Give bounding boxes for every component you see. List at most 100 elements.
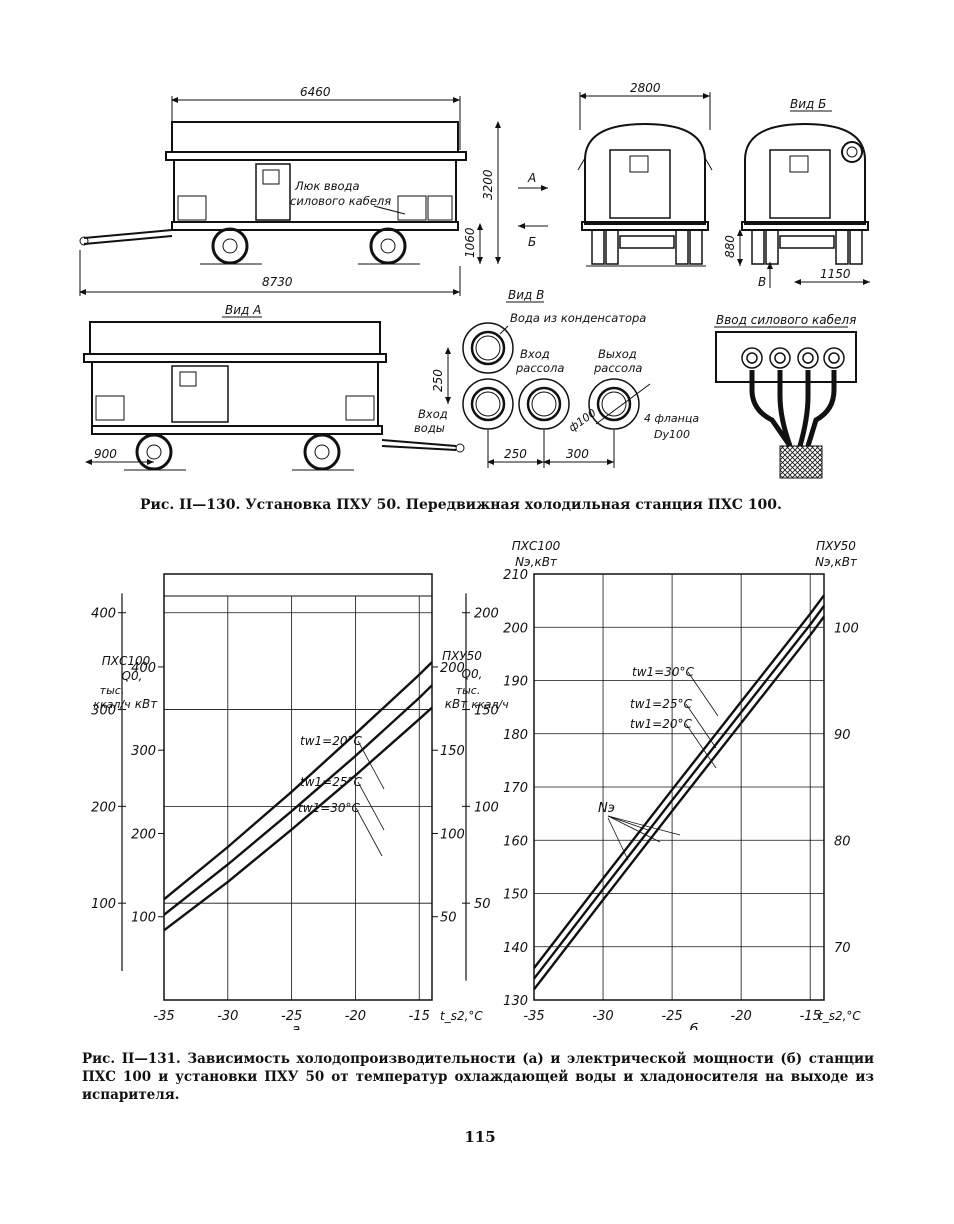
chart-a-label-leader [357,781,385,831]
chart-b-annotation: Nэ [598,801,615,816]
chart-a-x-tick: -20 [345,1009,366,1024]
dim-250-vert: 250 [431,369,445,392]
chart-b-panel-label: б [690,1022,699,1030]
chart-a-right-unit-1: тыс. [456,684,481,697]
label-brine-in-2: рассола [515,361,564,375]
view-b: Вид Б 880 В 1150 [723,97,870,289]
view-b-title: Вид Б [790,97,826,111]
arrow-b: Б [528,235,536,249]
label-flange-2: Dy100 [654,428,690,441]
chart-a-left-outer-tick-label: 300 [91,704,116,719]
dim-pipe: ф100 [566,406,598,434]
chart-a-left-outer-tick-label: 400 [91,607,116,622]
chart-a-left-unit-2: ккал/ч [93,698,131,711]
chart-b-label-leader [685,703,717,749]
view-v-title: Вид В [508,288,544,302]
chart-a-left-quantity: Q0, [122,669,143,683]
label-water-in-2: воды [414,421,445,435]
dim-1150: 1150 [820,267,851,281]
chart-b-x-tick: -30 [592,1009,613,1024]
chart-b-series-line [533,594,825,969]
figure-131-charts: -35 -30 -25 -20 -15 а t_s2,°C 100 200 300 400 100 20… [91,539,861,1030]
view-v: Вид В Вода из конденсатора Вход рассола … [414,288,699,468]
chart-b-series-label: tw1=25°C [630,697,692,711]
side-view: 6460 Люк ввода силового кабеля 3200 1060… [79,85,548,296]
chart-a-right-quantity: Q0, [462,667,483,681]
chart-a-series-line [163,684,433,916]
label-flange-1: 4 фланца [644,412,699,425]
chart-a-series-label: tw1=30°C [298,801,360,815]
chart-b-right-quantity: Nэ,кВт [815,555,858,569]
chart-a-left-outer-tick-label: 200 [91,800,116,815]
chart-a-frame [163,573,433,1001]
label-brine-in-1: Вход [520,347,550,361]
chart-a-panel-label: а [292,1022,301,1030]
hatch-label-2: силового кабеля [290,194,391,208]
chart-b-right-tick-label: 80 [834,834,851,849]
chart-b-left-tick-label: 130 [503,994,528,1009]
chart-a-label-leader [357,740,385,790]
chart-b-left-header: ПХС100 [512,539,561,553]
chart-b-left-quantity: Nэ,кВт [515,555,558,569]
chart-a-left-header: ПХС100 [102,654,151,668]
page-number: 115 [464,1128,496,1146]
front-view: 2800 [577,81,713,267]
label-brine-out-1: Выход [598,347,637,361]
chart-a-right-outer-tick-label: 200 [474,607,499,622]
chart-a-xlabel: t_s2,°C [440,1009,483,1023]
chart-b-x-tick: -35 [523,1009,544,1024]
chart-a-series-label: tw1=20°C [300,734,362,748]
chart-a-right-inner-unit: кВт [445,697,468,711]
chart-b-left-tick-label: 170 [503,781,528,796]
chart-b-x-tick: -20 [731,1009,752,1024]
cable-entry-view: Ввод силового кабеля [714,313,857,479]
cable-view-title: Ввод силового кабеля [716,313,856,327]
chart-b-left-tick-label: 210 [503,568,528,583]
dim-8730: 8730 [262,275,293,289]
chart-b-left-tick-label: 140 [503,941,528,956]
chart-a-left-inner-tick-label: 300 [131,744,156,759]
chart-b-right-tick-label: 100 [834,621,859,636]
chart-a-right-inner-tick-label: 100 [440,827,465,842]
chart-a-right-header: ПХУ50 [442,649,482,663]
chart-a-series-line [163,706,433,932]
chart-a-series-label: tw1=25°C [300,775,362,789]
chart-b-series-line [533,615,825,991]
chart-a-right-inner-tick-label: 150 [440,744,465,759]
dim-2800: 2800 [630,81,661,95]
label-condenser: Вода из конденсатора [510,311,646,325]
chart-b-series-line [533,605,825,980]
chart-a-right-outer-tick-label: 150 [474,704,499,719]
dim-250-h: 250 [504,447,527,461]
chart-b-series-label: tw1=30°C [632,665,694,679]
figure-131-caption: Рис. II—131. Зависимость холодопроизводи… [82,1051,874,1103]
label-brine-out-2: рассола [593,361,642,375]
chart-a-x-tick: -25 [281,1009,302,1024]
chart-b-right-header: ПХУ50 [816,539,856,553]
chart-a-label-leader [355,807,383,857]
chart-a-left-inner-tick-label: 100 [131,911,156,926]
chart-a-x-tick: -15 [409,1009,430,1024]
view-a: Вид А 900 [83,303,465,471]
dim-880: 880 [723,235,737,258]
view-a-title: Вид А [225,303,261,317]
label-water-in-1: Вход [418,407,448,421]
chart-a-right-outer-tick-label: 50 [474,897,491,912]
chart-b-annotation-leader [607,815,681,836]
chart-b-left-tick-label: 160 [503,834,528,849]
arrow-a: А [527,171,536,185]
chart-b-right-tick-label: 70 [834,941,851,956]
chart-b-x-tick: -25 [661,1009,682,1024]
chart-b-right-tick-label: 90 [834,728,851,743]
chart-b-label-leader [685,723,717,769]
dim-900: 900 [94,447,117,461]
chart-a-left-outer-tick-label: 100 [91,897,116,912]
chart-a-right-inner-tick-label: 50 [440,911,457,926]
chart-a-right-unit-2: ккал/ч [471,698,509,711]
figure-130-drawing: 6460 Люк ввода силового кабеля 3200 1060… [79,81,870,479]
chart-b-left-tick-label: 190 [503,675,528,690]
chart-a-left-inner-unit: кВт [135,697,158,711]
chart-b-annotation-leader [607,817,629,861]
chart-b-left-tick-label: 180 [503,728,528,743]
